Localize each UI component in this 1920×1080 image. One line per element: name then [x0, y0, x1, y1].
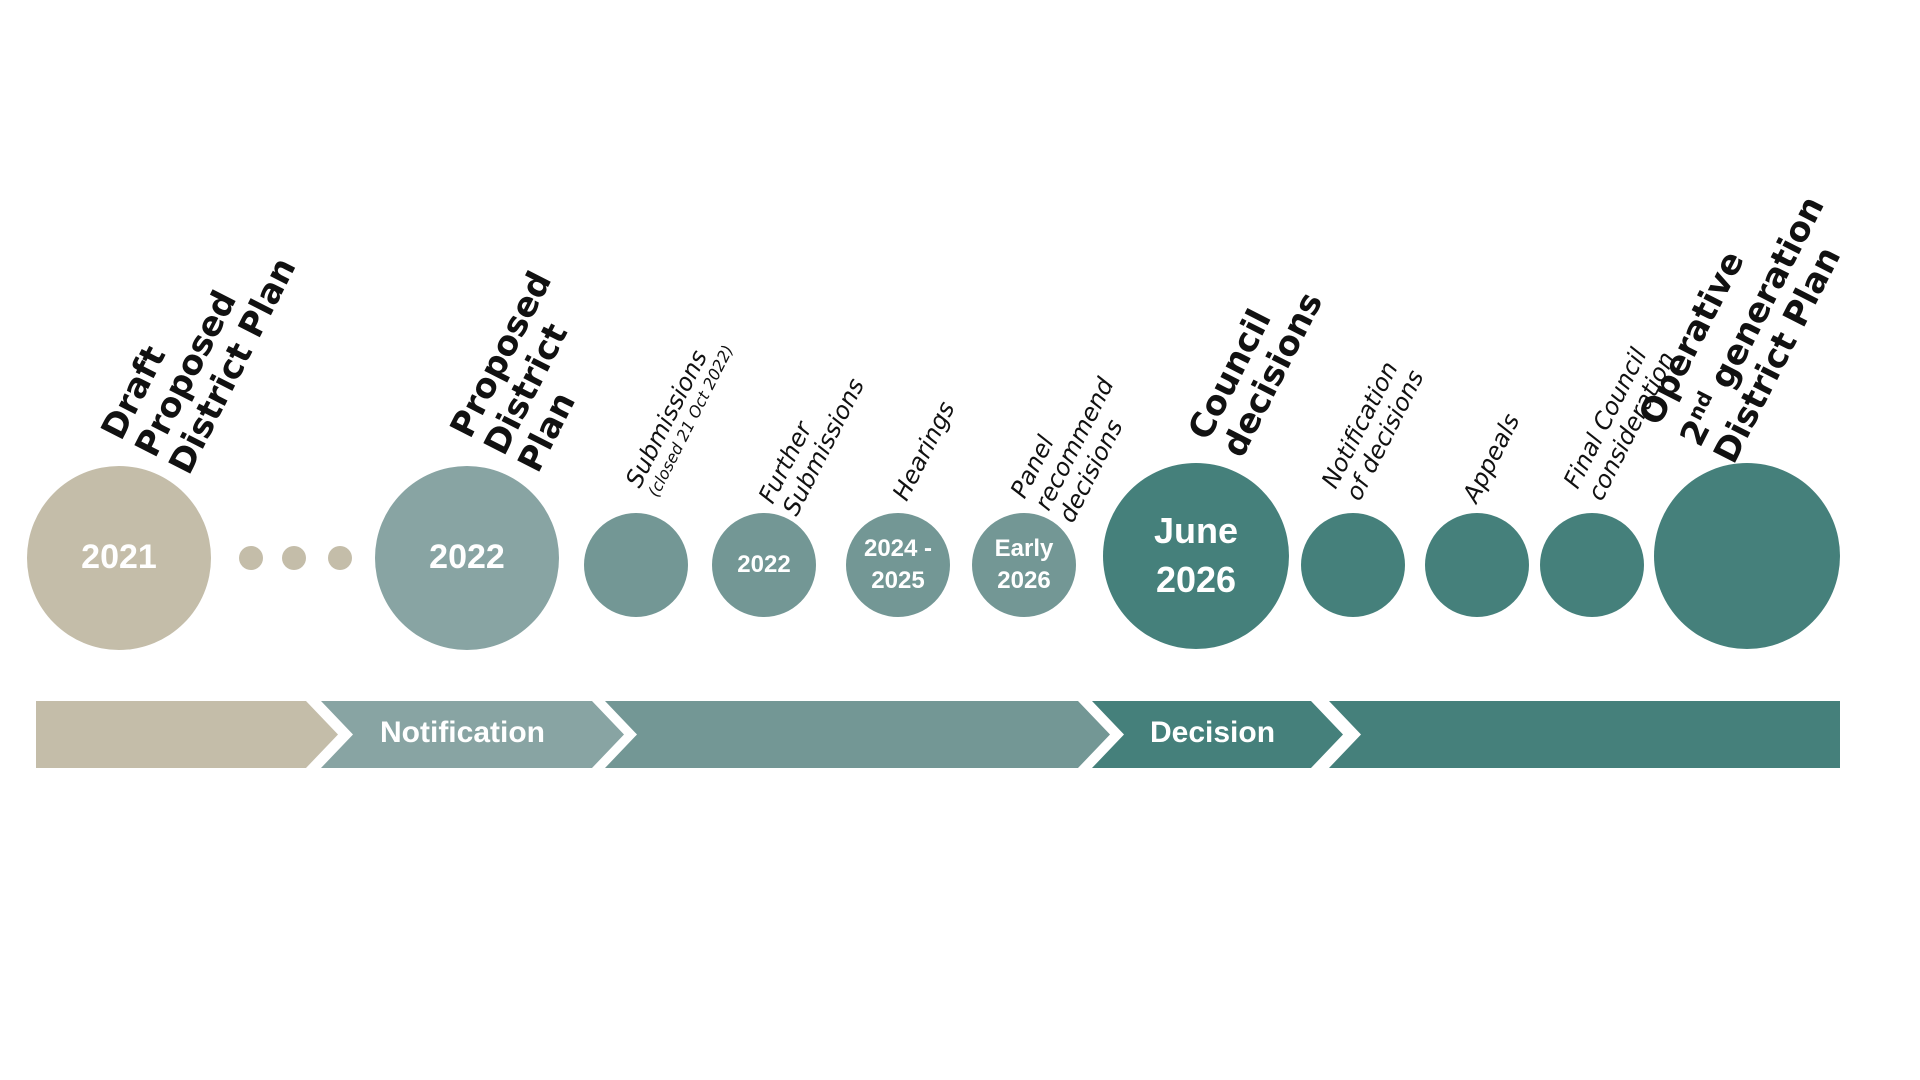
circle-date-text: 2026 — [1155, 559, 1237, 600]
ellipsis-dot — [239, 546, 263, 570]
phase-label: Decision — [1150, 716, 1276, 749]
operative-district-plan-circle — [1654, 463, 1840, 649]
phase-segment — [1092, 701, 1343, 768]
circle-date-text: 2025 — [871, 567, 925, 594]
circle-date-text: Early — [994, 534, 1054, 562]
draft-proposed-district-plan-circle: 2021 — [27, 466, 211, 650]
appeals-circle — [1425, 513, 1529, 617]
circle-date-text: 2022 — [737, 550, 791, 578]
phase-segment — [605, 701, 1110, 768]
proposed-district-plan-circle: 2022 — [375, 466, 559, 650]
final-council-consideration-circle — [1540, 513, 1644, 617]
phase-segment — [36, 701, 338, 768]
phase-label: Notification — [380, 716, 545, 749]
notification-of-decisions-circle — [1301, 513, 1405, 617]
circle-date-text: 2021 — [81, 538, 157, 577]
hearings-circle: 2024 - 2025 — [846, 513, 950, 617]
circle-date-text: June — [1153, 510, 1239, 552]
phase-segment — [1329, 701, 1840, 768]
circle-date-text: 2022 — [429, 538, 505, 577]
circle-date-text: 2026 — [997, 567, 1051, 594]
ellipsis-dot — [328, 546, 352, 570]
circle-date-text: 2024 - — [863, 534, 933, 562]
superscript: nd — [1682, 386, 1718, 424]
submissions-circle — [584, 513, 688, 617]
panel-recommend-decisions-circle: Early 2026 — [972, 513, 1076, 617]
phase-segment — [321, 701, 624, 768]
further-submissions-circle: 2022 — [712, 513, 816, 617]
ellipsis-dot — [282, 546, 306, 570]
council-decisions-circle: June 2026 — [1103, 463, 1289, 649]
